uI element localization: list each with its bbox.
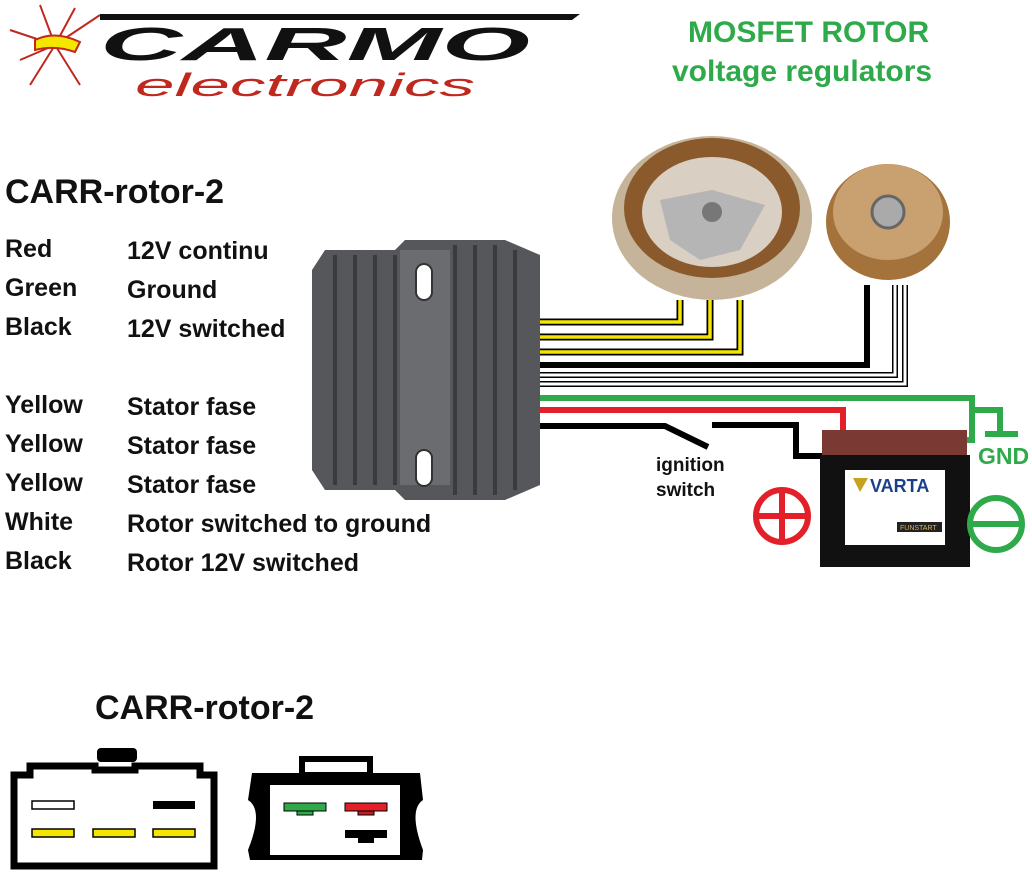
wire-color: Black [5, 313, 72, 341]
headline-line1: MOSFET ROTOR [688, 16, 930, 49]
gnd-label: GND [978, 443, 1030, 469]
ignition-label-1: ignition [656, 455, 725, 476]
battery-model: FUNSTART [900, 525, 937, 532]
wire-function: 12V switched [127, 315, 286, 343]
stator [612, 136, 812, 300]
wire-color: Yellow [5, 391, 83, 419]
wire-color: Yellow [5, 430, 83, 458]
connector-title: CARR-rotor-2 [95, 689, 315, 727]
ignition-label-2: switch [656, 480, 716, 501]
battery-brand: VARTA [870, 476, 929, 496]
connector-3pin [248, 756, 423, 860]
wire-function: 12V continu [127, 237, 269, 265]
plus-icon [753, 487, 811, 545]
wire-color: Yellow [5, 469, 83, 497]
logo-brand: CARMO [100, 18, 531, 70]
wire-color: White [5, 508, 74, 536]
wire-color: Red [5, 235, 53, 263]
battery: VARTA FUNSTART [820, 430, 970, 567]
regulator-unit [312, 240, 540, 500]
wire-function: Stator fase [127, 393, 257, 421]
wire-function: Stator fase [127, 471, 257, 499]
wires [540, 285, 1018, 459]
headline-line2: voltage regulators [672, 55, 933, 88]
wire-function: Ground [127, 276, 218, 304]
minus-icon [967, 495, 1025, 553]
rotor [826, 164, 950, 280]
wire-color: Black [5, 547, 72, 575]
wire-color: Green [5, 274, 78, 302]
model-title: CARR-rotor-2 [5, 173, 225, 211]
wire-function: Stator fase [127, 432, 257, 460]
logo-sub: electronics [135, 67, 475, 103]
wire-function: Rotor switched to ground [127, 510, 432, 538]
connector-6pin [10, 748, 218, 870]
carmo-logo: CARMO electronics [9, 4, 580, 103]
wire-function: Rotor 12V switched [127, 549, 359, 577]
